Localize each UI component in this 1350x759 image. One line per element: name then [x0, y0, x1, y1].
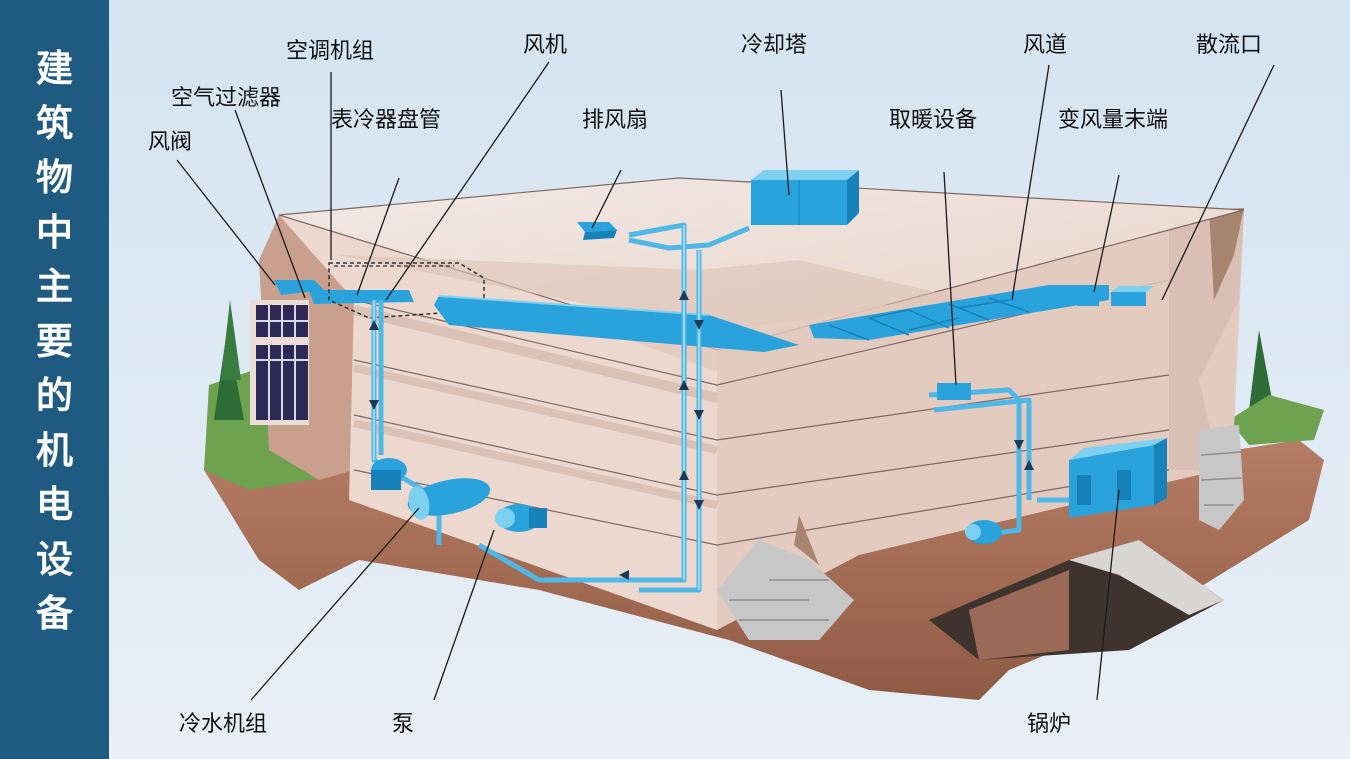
label-air-filter: 空气过滤器	[171, 86, 281, 111]
label-diffuser: 散流口	[1196, 33, 1262, 58]
title-char: 设	[36, 537, 73, 581]
pump-unit	[495, 504, 547, 532]
duct-network	[809, 285, 1154, 341]
title-char: 机	[36, 428, 73, 472]
label-duct: 风道	[1023, 33, 1067, 58]
exhaust-fan	[577, 222, 617, 240]
air-handling-unit	[274, 262, 799, 352]
label-ahu: 空调机组	[286, 39, 374, 64]
heating-device	[937, 383, 971, 400]
boiler-pump	[965, 520, 1002, 544]
component-labels: 空调机组 风机 冷却塔 风道 散流口 空气过滤器 表冷器盘管 排风扇 取暖设备 …	[148, 33, 1262, 737]
label-damper: 风阀	[148, 130, 192, 155]
cooling-tower	[751, 170, 859, 225]
sidebar-title: 建 筑 物 中 主 要 的 机 电 设 备	[0, 42, 109, 642]
title-char: 备	[36, 592, 73, 635]
title-char: 中	[36, 210, 73, 254]
label-exhaust-fan: 排风扇	[582, 108, 648, 133]
label-chiller: 冷水机组	[179, 712, 267, 737]
flow-arrows	[369, 290, 1034, 580]
title-char: 的	[36, 374, 73, 417]
title-char: 物	[36, 156, 73, 199]
label-cooling-tower: 冷却塔	[741, 33, 807, 58]
label-heating-device: 取暖设备	[889, 108, 977, 133]
label-cooling-coil: 表冷器盘管	[331, 108, 441, 133]
chilled-water-pipes	[371, 222, 1074, 593]
diagram-stage: 空调机组 风机 冷却塔 风道 散流口 空气过滤器 表冷器盘管 排风扇 取暖设备 …	[109, 0, 1350, 759]
label-vav-terminal: 变风量末端	[1058, 108, 1168, 133]
boiler-unit	[1069, 438, 1167, 518]
label-boiler: 锅炉	[1027, 712, 1071, 737]
title-char: 电	[36, 483, 73, 526]
title-char: 要	[36, 319, 73, 363]
label-fan: 风机	[523, 33, 567, 58]
title-char: 主	[36, 265, 73, 308]
title-char: 建	[36, 47, 73, 90]
building-diagram: 空调机组 风机 冷却塔 风道 散流口 空气过滤器 表冷器盘管 排风扇 取暖设备 …	[109, 0, 1350, 759]
title-char: 筑	[36, 101, 73, 145]
label-pump: 泵	[392, 712, 414, 737]
sidebar-panel: 建 筑 物 中 主 要 的 机 电 设 备	[0, 0, 109, 759]
building-body	[250, 177, 1245, 640]
chiller-unit	[371, 458, 491, 520]
leader-lines	[176, 61, 1275, 701]
